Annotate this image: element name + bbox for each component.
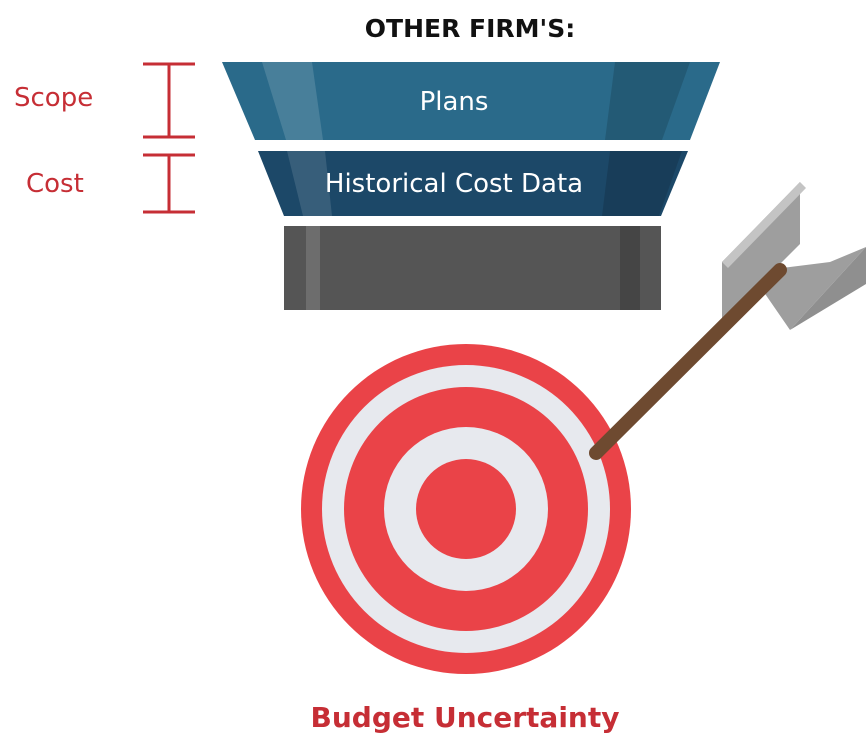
scope-label: Scope (14, 83, 93, 113)
arrow-icon (589, 182, 866, 460)
funnel-tier-empty (284, 226, 661, 310)
funnel-tier-historical-shade (602, 151, 682, 216)
funnel-tier-empty-highlight (306, 226, 320, 310)
funnel-tier-historical-label: Historical Cost Data (325, 169, 583, 199)
cost-label: Cost (26, 169, 84, 199)
funnel-tier-historical-shape (258, 151, 688, 216)
funnel-tier-plans: Plans (222, 62, 720, 140)
cost-bracket: Cost (26, 153, 195, 214)
result-label: Budget Uncertainty (311, 701, 620, 734)
funnel-tier-plans-label: Plans (420, 87, 489, 117)
funnel-tier-empty-shape (284, 226, 661, 310)
arrow-fletching-upper-edge (722, 182, 806, 268)
funnel-tier-plans-shape (222, 62, 720, 140)
arrow-fletching-lower-face (750, 247, 866, 330)
funnel-tier-historical-highlight (287, 151, 332, 216)
funnel-tier-empty-shade (620, 226, 640, 310)
target-icon (301, 344, 631, 674)
scope-bracket: Scope (14, 62, 195, 139)
funnel-tier-plans-highlight (262, 62, 323, 140)
funnel-tier-historical-cost-data: Historical Cost Data (258, 151, 688, 216)
funnel-tier-plans-shade (605, 62, 690, 140)
target-bullseye (416, 459, 516, 559)
diagram-title: OTHER FIRM'S: (365, 14, 575, 43)
arrow-shaft (589, 263, 787, 460)
arrow-fletching-upper (722, 182, 800, 322)
